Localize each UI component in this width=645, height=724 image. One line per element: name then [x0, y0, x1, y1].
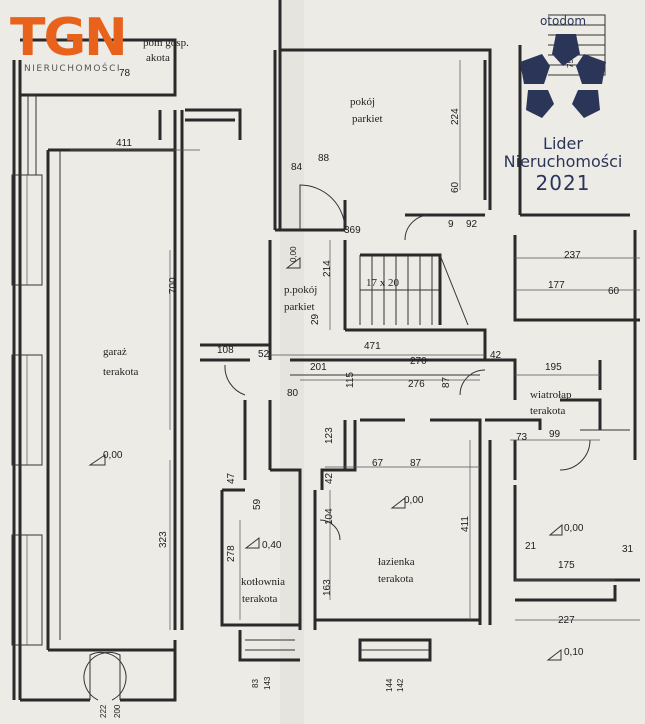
- dim-47: 47: [226, 472, 237, 484]
- level-kotlownia: 0,40: [262, 540, 282, 551]
- left-windows: [11, 94, 43, 646]
- dim-88: 88: [318, 153, 330, 164]
- dim-270: 270: [410, 356, 427, 367]
- door-arcs: [224, 184, 591, 541]
- level-markers: [88, 256, 563, 661]
- dim-214: 214: [322, 260, 333, 277]
- dim-237: 237: [564, 250, 581, 261]
- dim-73: 73: [516, 432, 528, 443]
- dim-9: 9: [448, 219, 454, 230]
- badge-year: 2021: [535, 171, 591, 195]
- dim-200: 200: [113, 704, 122, 718]
- logo-subtitle: NIERUCHOMOŚCI: [24, 64, 122, 74]
- dim-175: 175: [558, 560, 575, 571]
- level-entry: 0,10: [564, 647, 584, 658]
- dim-163: 163: [322, 579, 333, 596]
- room-wiatrolap: wiatrołap: [530, 389, 572, 401]
- room-labels: pom gosp. akota pokój parkiet garaż tera…: [103, 37, 575, 605]
- room-lazienka: łazienka: [378, 556, 415, 568]
- dim-87a: 87: [441, 376, 452, 388]
- badge-brand: otodom: [539, 14, 587, 28]
- dim-227: 227: [558, 615, 575, 626]
- dim-104: 104: [324, 508, 335, 525]
- dim-84: 84: [291, 162, 303, 173]
- otodom-badge: otodom Lider Nieruchomości 2021: [488, 8, 638, 258]
- dim-369: 369: [344, 225, 361, 236]
- room-ppokoj-floor: parkiet: [284, 301, 315, 313]
- dim-21: 21: [525, 541, 537, 552]
- logo-mark: TGN: [10, 8, 128, 68]
- dim-123: 123: [324, 427, 335, 444]
- dim-59: 59: [252, 498, 263, 510]
- dim-700: 700: [168, 277, 179, 294]
- dimension-values: 78 411 84 88 224 60 369 9 92 237 177 60 …: [99, 68, 634, 718]
- dim-411b: 411: [460, 516, 471, 532]
- room-kotlownia: kotłownia: [241, 576, 285, 588]
- room-lazienka-floor: terakota: [378, 573, 414, 585]
- dim-67: 67: [372, 458, 384, 469]
- dim-99: 99: [549, 429, 561, 440]
- badge-line2: Nieruchomości: [503, 152, 623, 171]
- room-garaz: garaż: [103, 346, 127, 358]
- level-values: 0,00 0,00 0,40 0,00 0,00 0,10: [103, 246, 584, 658]
- room-garaz-floor: terakota: [103, 366, 139, 378]
- dim-222: 222: [99, 704, 108, 718]
- level-wiatrolap: 0,00: [564, 523, 584, 534]
- dim-115: 115: [345, 372, 356, 388]
- dim-83: 83: [251, 679, 260, 688]
- dim-471: 471: [364, 341, 381, 352]
- dim-144: 144: [385, 678, 394, 692]
- dim-142: 142: [396, 678, 405, 692]
- dim-52: 52: [258, 349, 270, 360]
- dimension-lines: [70, 60, 640, 630]
- tgn-logo: TGN NIERUCHOMOŚCI: [10, 12, 150, 92]
- level-lazienka: 0,00: [404, 495, 424, 506]
- room-kotlownia-floor: terakota: [242, 593, 278, 605]
- dim-143: 143: [263, 676, 272, 690]
- room-stairs: 17 x 20: [366, 277, 400, 289]
- central-walls: [158, 108, 630, 662]
- dim-92: 92: [466, 219, 478, 230]
- dim-276: 276: [408, 379, 425, 390]
- dim-177: 177: [548, 280, 565, 291]
- dim-323: 323: [158, 531, 169, 548]
- dim-195: 195: [545, 362, 562, 373]
- dim-42: 42: [490, 350, 502, 361]
- dim-42b: 42: [324, 472, 335, 484]
- room-pokoj-floor: parkiet: [352, 113, 383, 125]
- room-pom-gosp-floor: akota: [146, 52, 170, 64]
- dim-31: 31: [622, 544, 634, 555]
- room-wiatrolap-floor: terakota: [530, 405, 566, 417]
- dim-108: 108: [217, 345, 234, 356]
- room-pom-gosp: pom gosp.: [143, 37, 189, 49]
- dim-80a: 80: [287, 388, 299, 399]
- dim-278: 278: [226, 545, 237, 562]
- level-ppokoj: 0,00: [289, 246, 298, 262]
- dim-29: 29: [310, 313, 321, 325]
- room-ppokoj: p.pokój: [284, 284, 317, 296]
- star-emblem-icon: [520, 34, 606, 118]
- level-garaz: 0,00: [103, 450, 123, 461]
- dim-60b: 60: [608, 286, 620, 297]
- badge-line1: Lider: [543, 134, 583, 153]
- dim-411: 411: [116, 138, 132, 149]
- dim-87b: 87: [410, 458, 422, 469]
- dim-201: 201: [310, 362, 327, 373]
- dim-60a: 60: [450, 181, 461, 193]
- room-pokoj: pokój: [350, 96, 375, 108]
- dim-78: 78: [119, 68, 131, 79]
- dim-224: 224: [450, 108, 461, 125]
